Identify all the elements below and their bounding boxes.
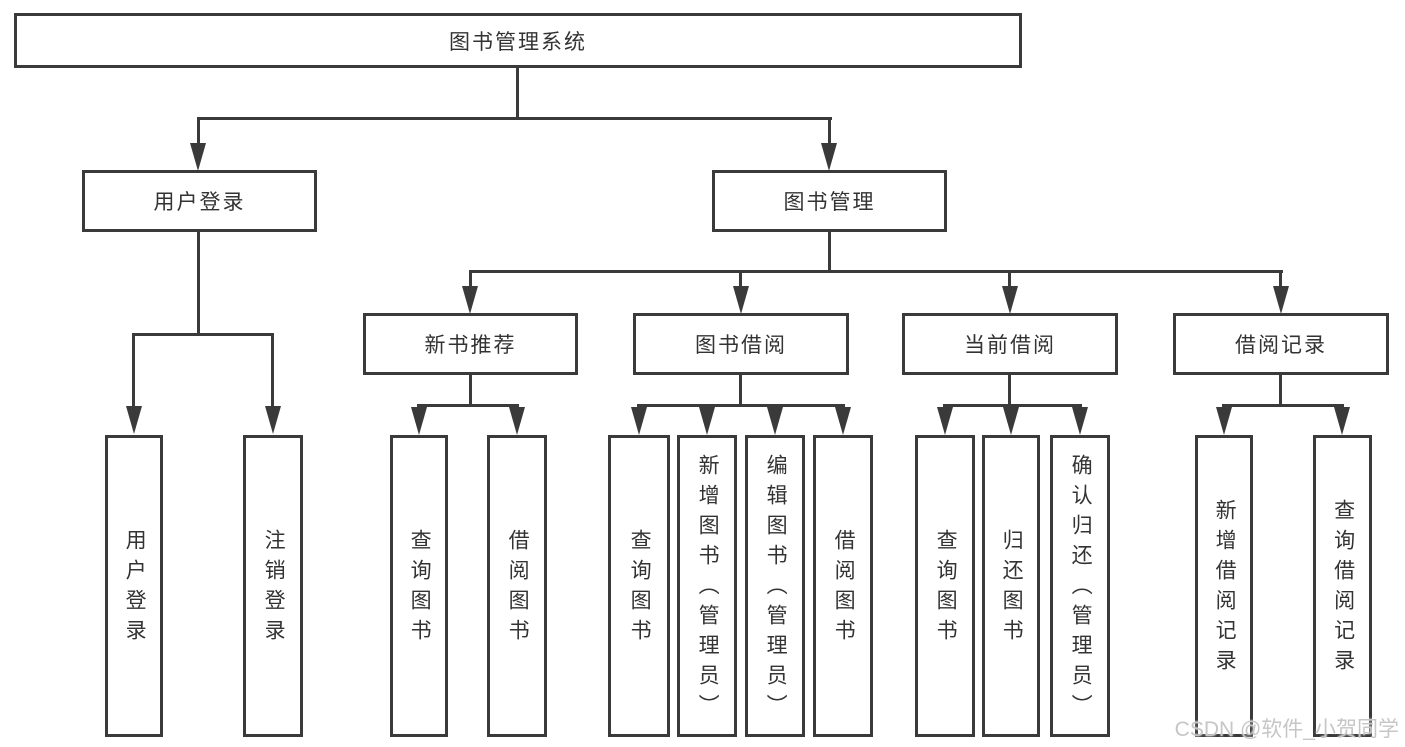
arrow-down-icon: [1216, 407, 1232, 435]
leaf-query-books-current: 查询图书: [915, 435, 975, 737]
arrow-down-icon: [699, 407, 715, 435]
arrow-down-icon: [265, 406, 281, 434]
arrow-down-icon: [1334, 407, 1350, 435]
arrow-down-icon: [821, 143, 837, 171]
watermark: CSDN @软件_小贺同学: [1174, 718, 1399, 741]
arrow-down-icon: [733, 286, 749, 314]
connector-line: [943, 404, 1082, 407]
leaf-borrow-books-borrowing: 借阅图书: [813, 435, 873, 737]
arrow-down-icon: [767, 407, 783, 435]
arrow-down-icon: [190, 143, 206, 171]
connector-line: [1008, 270, 1011, 287]
leaf-query-books-borrowing: 查询图书: [608, 435, 670, 737]
node-book-borrowing: 图书借阅: [633, 313, 849, 375]
arrow-down-icon: [1072, 407, 1088, 435]
connector-line: [469, 270, 1283, 273]
connector-line: [197, 232, 200, 336]
connector-line: [739, 270, 742, 287]
connector-line: [197, 117, 200, 145]
arrow-down-icon: [835, 407, 851, 435]
node-root: 图书管理系统: [14, 13, 1022, 68]
connector-line: [739, 375, 742, 406]
node-current-borrowing: 当前借阅: [902, 313, 1118, 375]
connector-line: [132, 333, 274, 336]
node-borrowing-records: 借阅记录: [1173, 313, 1389, 375]
arrow-down-icon: [937, 407, 953, 435]
arrow-down-icon: [1273, 286, 1289, 314]
leaf-add-books-admin: 新增图书（管理员）: [677, 435, 737, 737]
leaf-add-borrow-record: 新增借阅记录: [1195, 435, 1253, 737]
arrow-down-icon: [1003, 407, 1019, 435]
leaf-return-books: 归还图书: [982, 435, 1040, 737]
arrow-down-icon: [1002, 286, 1018, 314]
leaf-edit-books-admin: 编辑图书（管理员）: [745, 435, 805, 737]
connector-line: [469, 375, 472, 406]
connector-line: [1279, 375, 1282, 406]
connector-line: [197, 117, 832, 120]
connector-line: [516, 68, 519, 118]
node-user-login: 用户登录: [82, 170, 317, 232]
leaf-query-books-recommend: 查询图书: [390, 435, 448, 737]
connector-line: [828, 117, 831, 145]
connector-line: [1279, 270, 1282, 287]
connector-line: [469, 270, 472, 287]
arrow-down-icon: [631, 407, 647, 435]
leaf-logout: 注销登录: [243, 435, 303, 737]
connector-line: [417, 404, 519, 407]
connector-line: [132, 333, 135, 407]
arrow-down-icon: [411, 407, 427, 435]
arrow-down-icon: [126, 406, 142, 434]
connector-line: [637, 404, 845, 407]
leaf-query-borrow-record: 查询借阅记录: [1313, 435, 1372, 737]
arrow-down-icon: [509, 407, 525, 435]
connector-line: [1008, 375, 1011, 406]
leaf-borrow-books-recommend: 借阅图书: [487, 435, 547, 737]
node-book-management: 图书管理: [712, 170, 947, 232]
connector-line: [1222, 404, 1344, 407]
leaf-user-login: 用户登录: [105, 435, 163, 737]
arrow-down-icon: [462, 286, 478, 314]
connector-line: [828, 232, 831, 272]
leaf-confirm-return-admin: 确认归还（管理员）: [1050, 435, 1110, 737]
connector-line: [271, 333, 274, 407]
node-new-book-recommend: 新书推荐: [363, 313, 578, 375]
